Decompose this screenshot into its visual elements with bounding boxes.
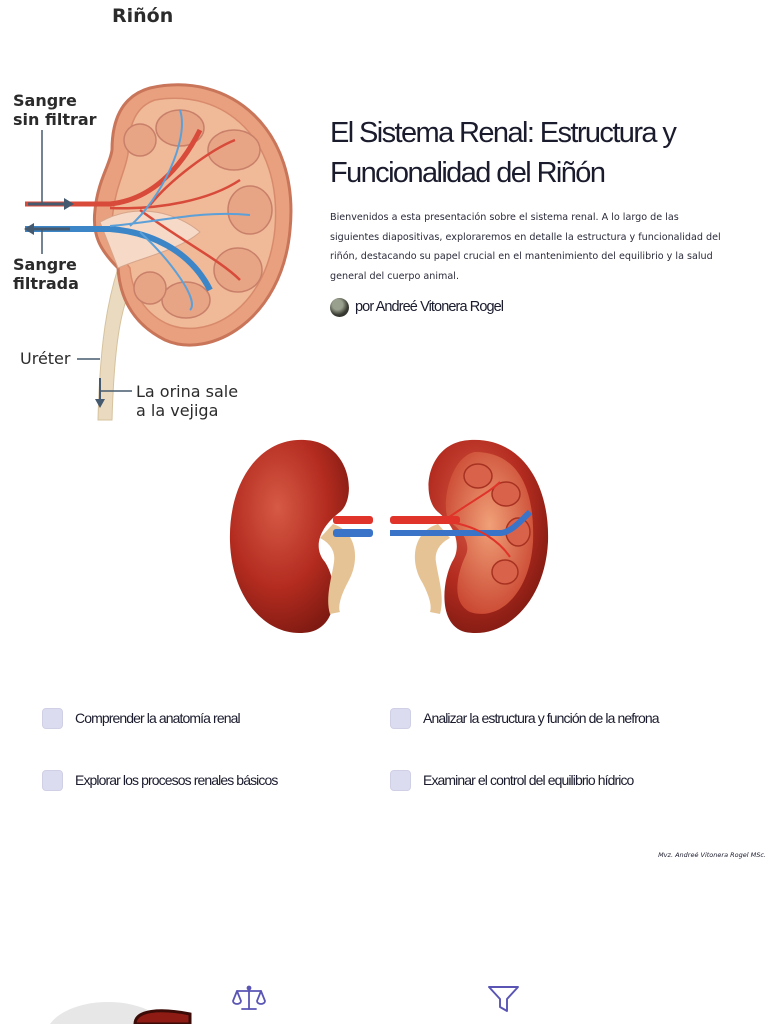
objective-label: Explorar los procesos renales básicos xyxy=(75,772,278,788)
author-credit: Mvz. Andreé Vitonera Rogel MSc. xyxy=(658,851,766,859)
kidney-cross-section-diagram: Riñón Sangre sin filtrar Sangre filtrada… xyxy=(0,0,300,430)
objective-checkbox[interactable] xyxy=(42,707,63,729)
objective-checkbox[interactable] xyxy=(42,769,63,791)
objective-item[interactable]: Explorar los procesos renales básicos xyxy=(42,768,278,792)
next-slide-kidney-image xyxy=(40,1000,200,1024)
page-title: El Sistema Renal: Estructura y Funcional… xyxy=(330,117,677,189)
objective-label: Comprender la anatomía renal xyxy=(75,710,241,726)
kidney-illustration xyxy=(24,83,293,421)
author-avatar xyxy=(330,297,349,317)
objective-item[interactable]: Comprender la anatomía renal xyxy=(42,706,241,730)
objective-label: Analizar la estructura y función de la n… xyxy=(423,710,660,726)
objective-item[interactable]: Analizar la estructura y función de la n… xyxy=(390,706,660,730)
author-name: por Andreé Vitonera Rogel xyxy=(355,299,504,315)
intro-paragraph: Bienvenidos a esta presentación sobre el… xyxy=(330,212,721,282)
objective-item[interactable]: Examinar el control del equilibrio hídri… xyxy=(390,768,634,792)
filter-funnel-icon xyxy=(487,984,520,1014)
label-urine-exit: La orina sale a la vejiga xyxy=(136,382,239,420)
label-ureter: Uréter xyxy=(20,349,71,368)
objective-checkbox[interactable] xyxy=(390,769,411,791)
label-filtered-blood: Sangre filtrada xyxy=(13,255,79,293)
balance-scale-icon xyxy=(232,984,266,1014)
diagram-title: Riñón xyxy=(112,5,174,27)
kidneys-illustration xyxy=(200,432,568,640)
objective-checkbox[interactable] xyxy=(390,707,411,729)
objective-label: Examinar el control del equilibrio hídri… xyxy=(423,772,634,788)
author-byline: por Andreé Vitonera Rogel xyxy=(330,296,504,318)
label-unfiltered-blood: Sangre sin filtrar xyxy=(13,91,97,129)
